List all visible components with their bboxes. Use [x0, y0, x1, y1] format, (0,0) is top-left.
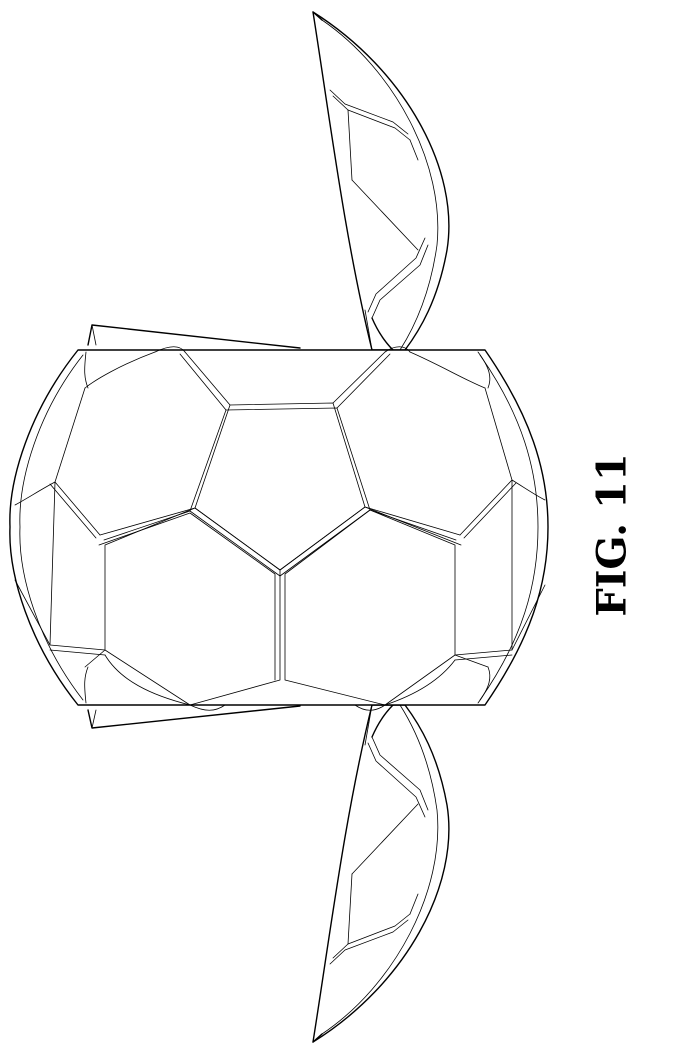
figure-label: FIG. 11: [589, 453, 636, 616]
top-flipper: [313, 12, 449, 350]
bottom-flipper: [313, 705, 449, 1042]
turtle-shell: [10, 347, 548, 711]
